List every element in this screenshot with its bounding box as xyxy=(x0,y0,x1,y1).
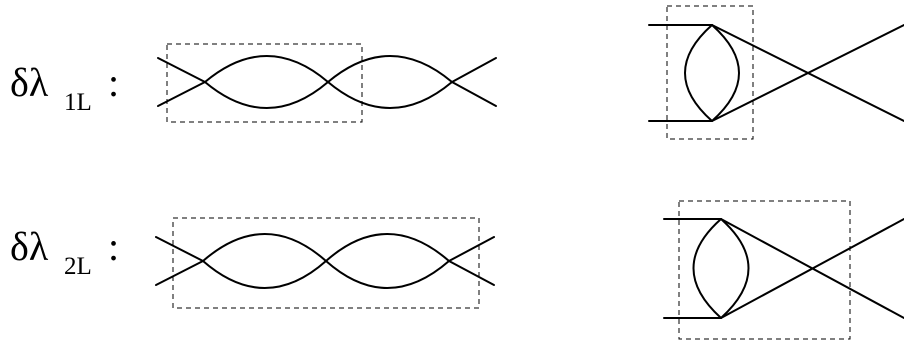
row1-diagram-two-bubble xyxy=(157,43,497,123)
propagator-line xyxy=(720,218,904,319)
propagator-arc xyxy=(202,260,327,289)
row2-symbol: δλ xyxy=(10,224,49,269)
propagator-line xyxy=(711,24,904,122)
row1-colon: : xyxy=(108,60,119,105)
external-leg xyxy=(155,260,204,286)
row1-label: δλ 1L : xyxy=(10,60,119,116)
row1-symbol: δλ xyxy=(10,60,49,105)
row2-colon: : xyxy=(108,224,119,269)
propagator-arc xyxy=(720,218,750,319)
propagator-arc xyxy=(692,218,722,319)
external-leg xyxy=(448,236,495,262)
external-leg xyxy=(451,81,497,107)
propagator-arc xyxy=(327,81,453,109)
external-leg xyxy=(451,57,497,83)
row2-label: δλ 2L : xyxy=(10,224,119,280)
propagator-arc xyxy=(204,81,329,109)
subdiagram-box xyxy=(678,200,851,340)
subdiagram-box xyxy=(166,43,363,123)
propagator-arc xyxy=(327,55,453,83)
row2-subscript: 2L xyxy=(64,253,92,280)
propagator-arc xyxy=(684,24,713,122)
subdiagram-box xyxy=(172,217,480,309)
propagator-arc xyxy=(202,233,327,262)
row2-diagram-bubble-cross xyxy=(663,200,904,340)
row1-diagram-bubble-cross xyxy=(648,5,904,140)
external-leg xyxy=(155,236,204,262)
external-leg xyxy=(157,57,206,83)
external-leg xyxy=(448,260,495,286)
subdiagram-box xyxy=(666,5,754,140)
propagator-arc xyxy=(325,260,450,289)
external-leg xyxy=(157,81,206,107)
propagator-arc xyxy=(325,233,450,262)
propagator-arc xyxy=(711,24,740,122)
row2-diagram-two-bubble xyxy=(155,217,495,309)
propagator-arc xyxy=(204,55,329,83)
row1-subscript: 1L xyxy=(64,89,92,116)
